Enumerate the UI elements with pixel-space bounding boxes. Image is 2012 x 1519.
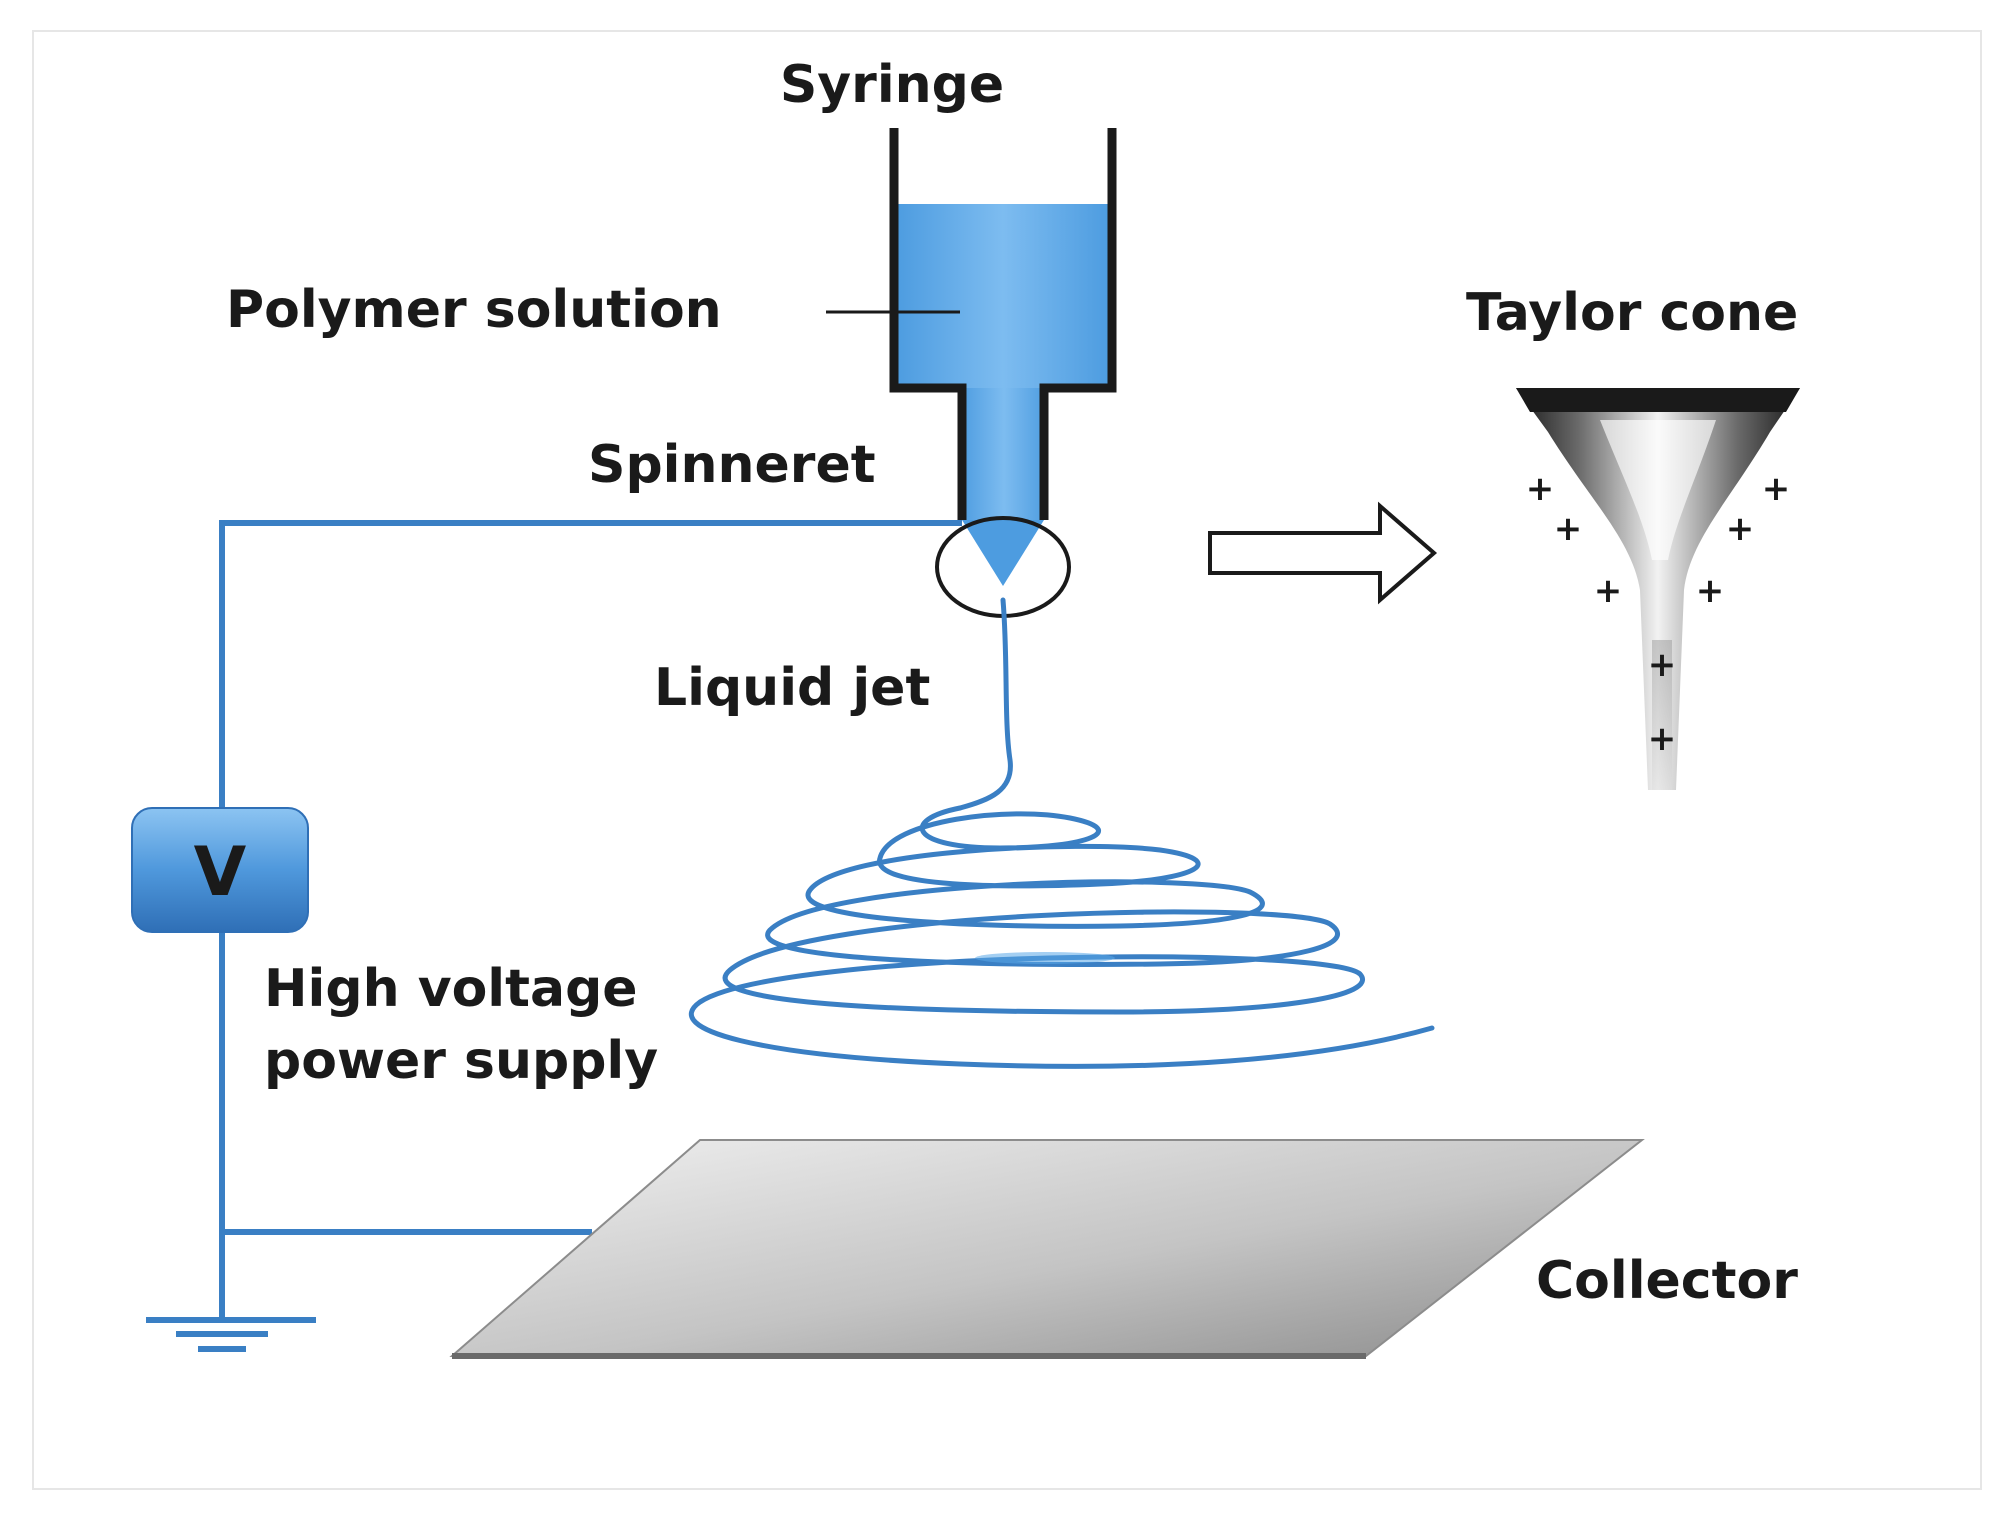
charge-marker: + [1526, 469, 1555, 509]
spinneret-label: Spinneret [588, 435, 876, 495]
collector-plate [449, 1139, 1645, 1359]
voltmeter-icon: V [131, 807, 309, 933]
circuit-wires [219, 520, 962, 1320]
labels: Syringe Polymer solution Spinneret Liqui… [226, 55, 1798, 1311]
cone-jet-fade [1652, 640, 1672, 790]
polymer-solution-fill [896, 204, 1110, 388]
syringe-label: Syringe [780, 55, 1004, 115]
collector-label: Collector [1536, 1251, 1798, 1311]
syringe [826, 128, 1117, 618]
charge-markers: + + + + + + + + [1526, 469, 1791, 759]
charge-marker: + [1696, 571, 1725, 611]
figure-frame [32, 30, 1982, 1490]
whipping-spiral [688, 805, 1435, 1069]
taylor-cone-illustration: + + + + + + + + [1516, 388, 1800, 790]
cone-top-band [1516, 388, 1800, 412]
jet-straight-segment [957, 597, 1013, 811]
nozzle-tip [962, 520, 1044, 586]
ground-symbol-icon [146, 1317, 316, 1352]
taylor-cone-shape [1516, 388, 1800, 790]
spiral-highlight [975, 952, 1115, 964]
charge-marker: + [1648, 645, 1677, 685]
charge-marker: + [1762, 469, 1791, 509]
taylor-cone-label: Taylor cone [1466, 283, 1798, 343]
liquid-jet-label: Liquid jet [654, 658, 930, 718]
voltage-symbol: V [194, 833, 247, 912]
charge-marker: + [1648, 719, 1677, 759]
right-arrow-icon [1208, 501, 1438, 605]
charge-marker: + [1554, 509, 1583, 549]
liquid-jet [688, 597, 1435, 1069]
needle-fill [960, 388, 1048, 520]
charge-marker: + [1594, 571, 1623, 611]
wire-top [219, 520, 962, 808]
polymer-solution-label: Polymer solution [226, 280, 722, 340]
syringe-body [889, 128, 1117, 520]
high-voltage-label: High voltage [264, 959, 638, 1019]
power-supply-label: power supply [264, 1031, 658, 1091]
cone-highlight [1600, 420, 1716, 560]
charge-marker: + [1726, 509, 1755, 549]
